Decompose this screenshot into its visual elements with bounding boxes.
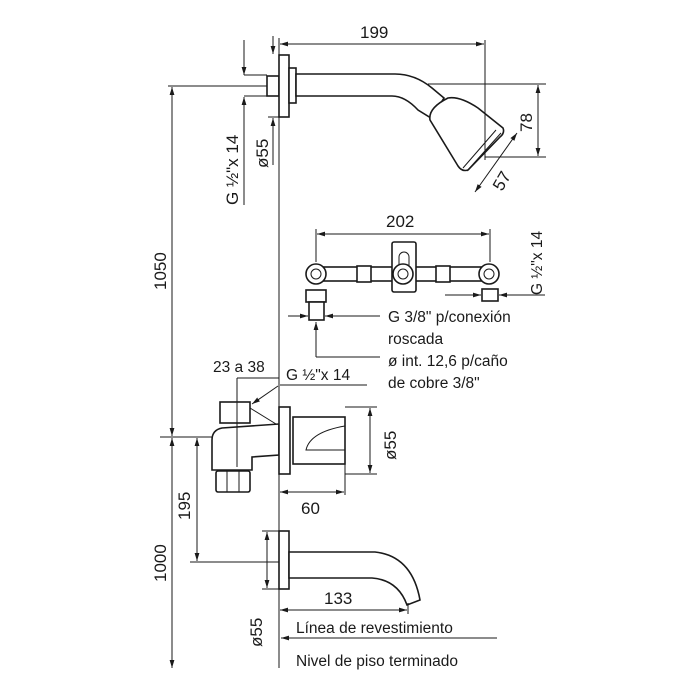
valve-thread-right: G ½"x 14 [529,231,546,295]
valve-note-4: de cobre 3/8" [388,375,480,392]
spout-assembly [278,530,421,607]
shower-dimensions: 199 78 57 G ½"x 14 ø55 [223,23,546,205]
dim-head-height: 78 [517,113,536,132]
mixer-depth: 60 [301,499,320,518]
spout-length: 133 [324,589,352,608]
spout-dimensions: ø55 133 [247,530,409,647]
mixer-flange-diameter: ø55 [381,431,400,460]
valve-note-2: roscada [388,331,444,348]
valve-note-3: ø int. 12,6 p/caño [388,353,508,370]
height-dimensions: 1050 1000 195 [151,85,285,668]
wall-line-label: Línea de revestimiento [296,620,453,637]
mixer-dimensions: 23 a 38 G ½"x 14 ø55 60 [213,359,400,518]
shower-thread-label: G ½"x 14 [223,135,242,205]
spout-flange-diameter: ø55 [247,618,266,647]
dim-spout-height: 1000 [151,544,170,582]
mixer-depth-range: 23 a 38 [213,359,265,376]
valve-note-1: G 3/8" p/conexión [388,309,511,326]
floor-level-label: Nivel de piso terminado [296,653,458,670]
valve-dimensions: 202 G ½"x 14 G 3/8" p/conexión roscada ø… [288,212,546,392]
dim-shower-height: 1050 [151,252,170,290]
mixer-thread-label: G ½"x 14 [286,367,350,384]
valve-assembly [305,241,500,321]
shower-head-assembly [266,54,505,172]
dim-valve-width: 202 [386,212,414,231]
shower-flange-diameter: ø55 [253,139,272,168]
dim-head-diameter: 57 [489,168,515,194]
dim-mixer-to-spout: 195 [175,492,194,520]
mixer-assembly [211,401,346,493]
dim-arm-length: 199 [360,23,388,42]
